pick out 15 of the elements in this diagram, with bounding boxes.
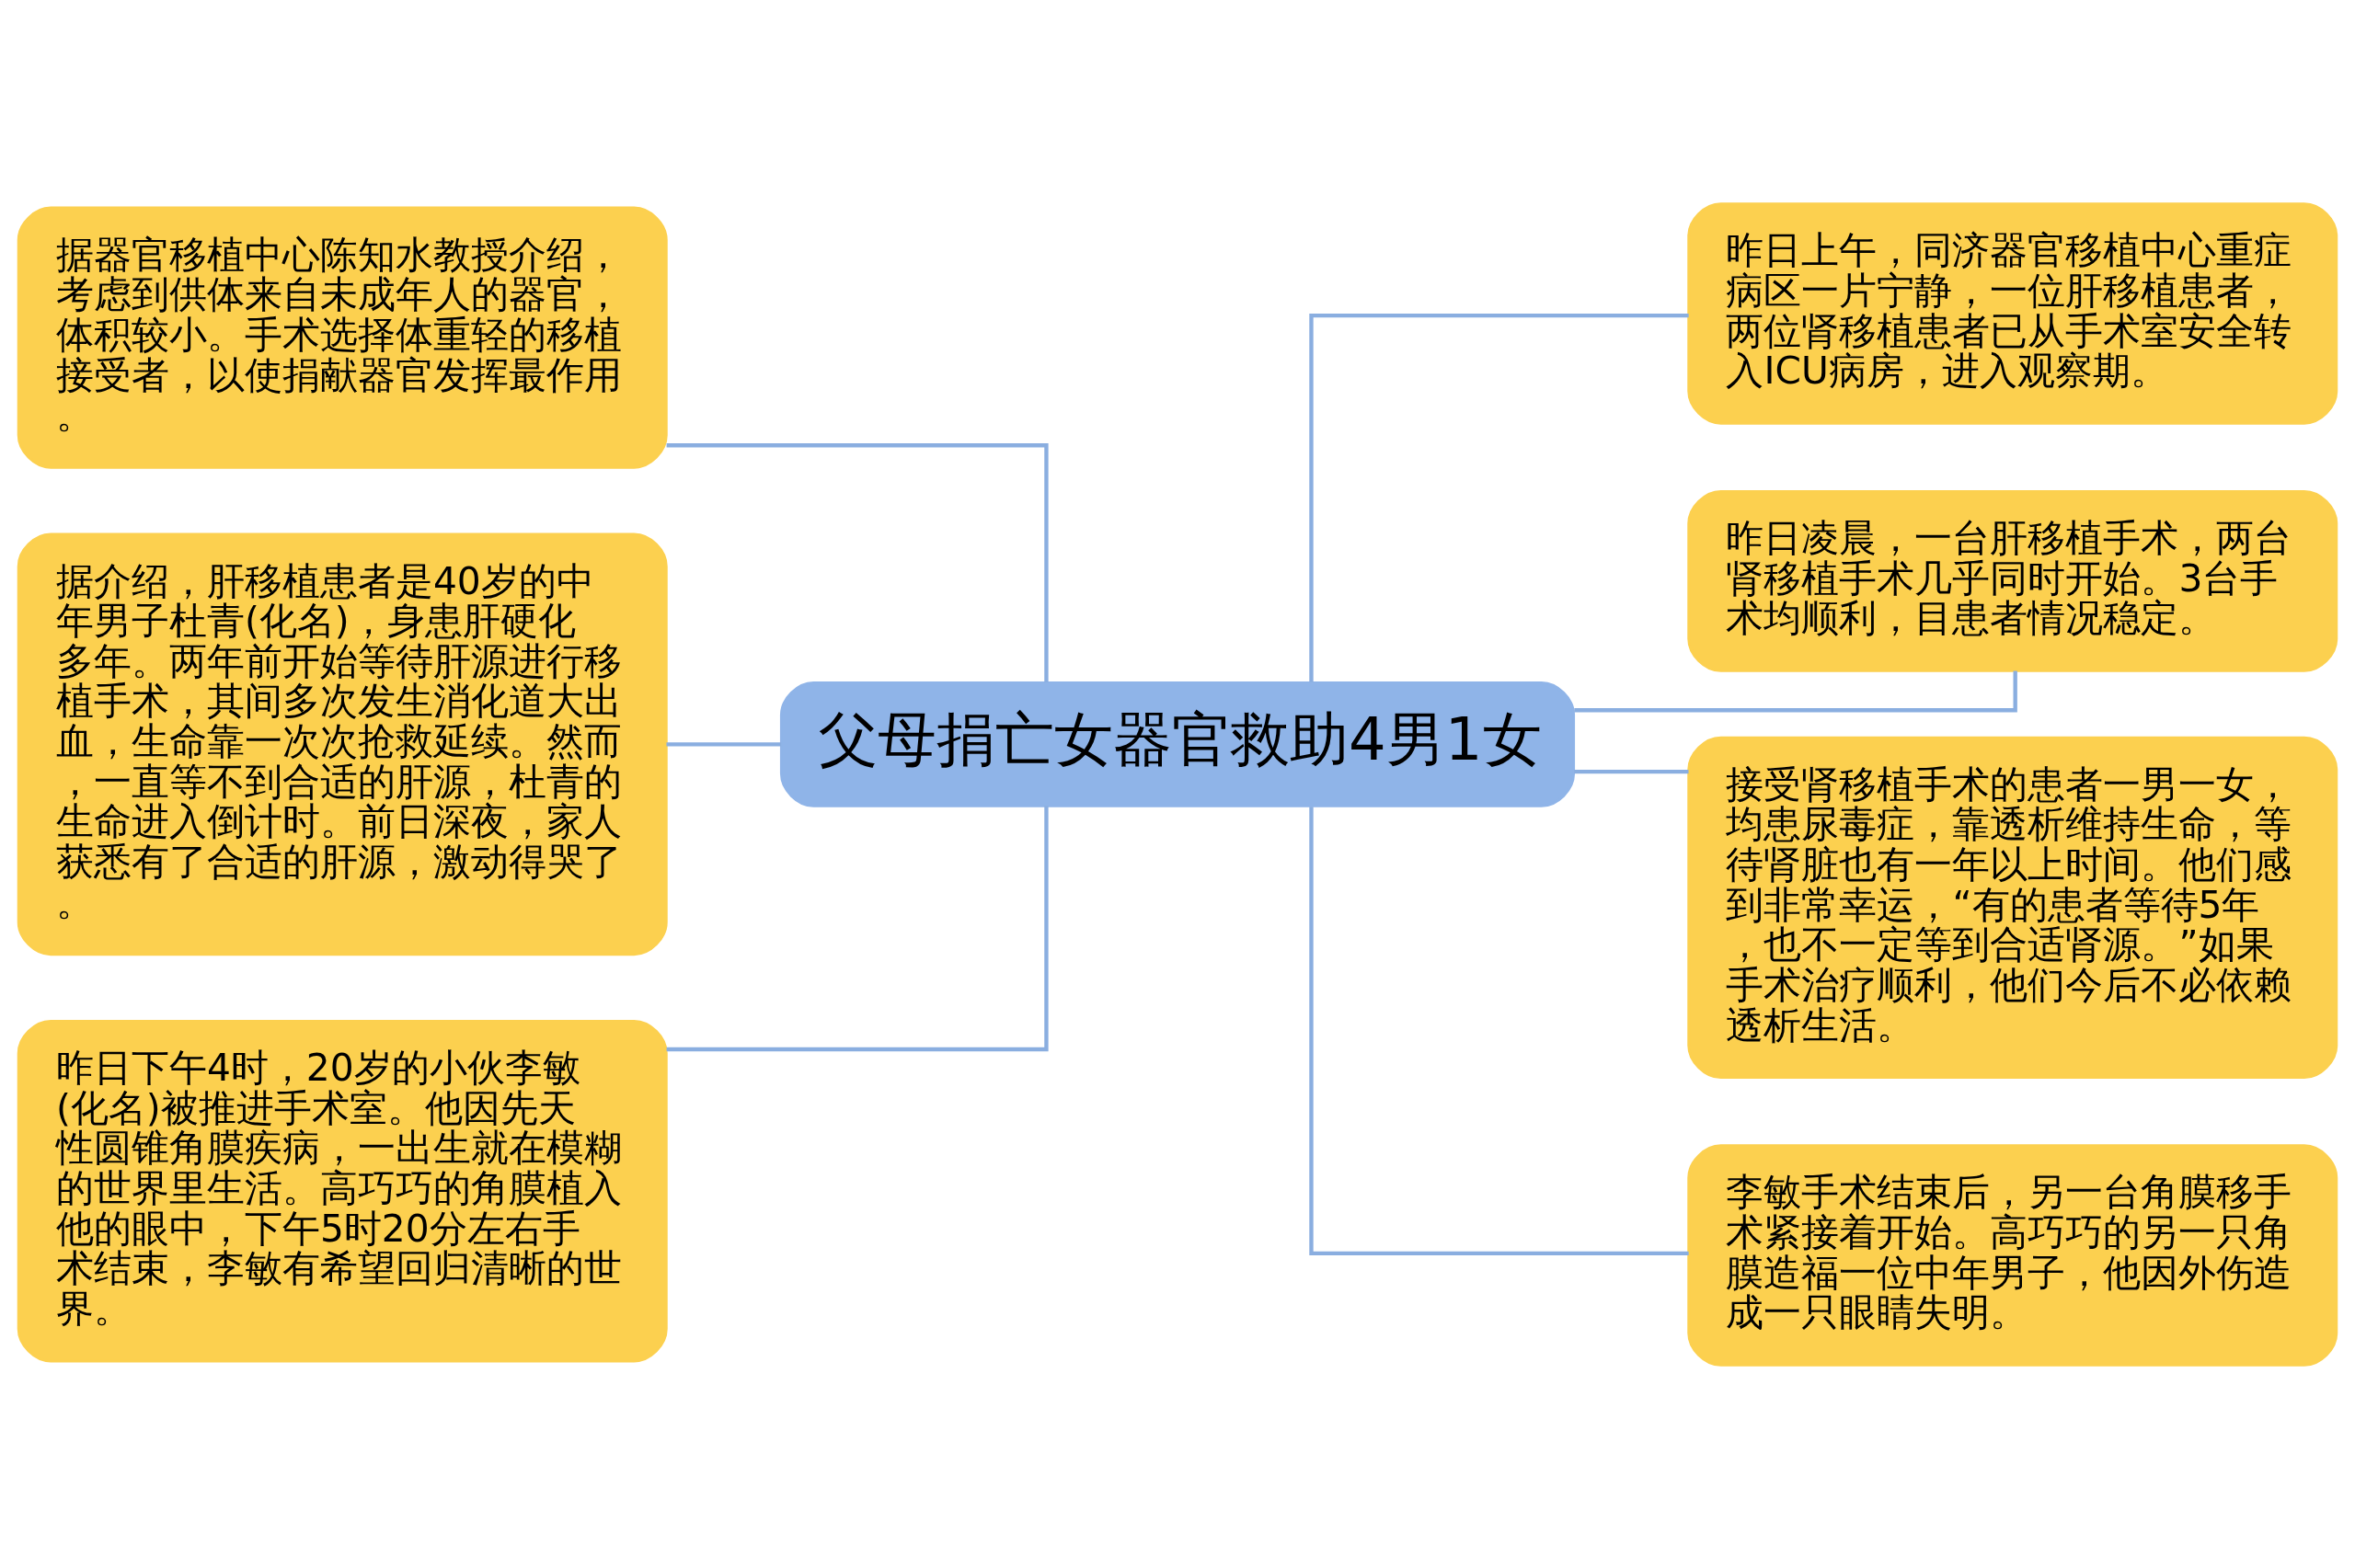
node-box: 昨日凌晨，一台肝移植手术，两台肾移植手术几乎同时开始。3台手术均顺利，目患者情况稳定。 <box>1687 489 2338 672</box>
connector <box>666 442 1049 682</box>
connector <box>1309 313 1689 682</box>
node-box: 父母捐亡女器官救助4男1女 <box>779 681 1576 807</box>
node-box: 李敏手术结束后，另一台角膜移手术紧接着开始。高巧巧的另一只角膜造福一位中年男子，他因外伤造成一只眼睛失明。 <box>1687 1143 2338 1367</box>
node-box: 据介绍，肝移植患者是40岁的中年男子杜青(化名)，身患肝硬化多年。两年前开始等待肝源进行移植手术，其间多次发生消化道大出血，生命靠一次次抢救延续。然而，一直等不到合适的肝源，杜青的生命进入倒计时。前日深夜，家人获悉有了合适的肝源，激动得哭了。 <box>17 532 668 956</box>
node-box: 昨日上午，同济器官移植中心重症病区一片宁静，一位肝移植患者，两位肾移植患者已从手术室安全转入ICU病房，进入观察期。 <box>1687 201 2338 425</box>
node-box: 昨日下午4时，20岁的小伙李敏(化名)被推进手术室。他因先天性圆锥角膜疾病，一出生就在模糊的世界里生活。高巧巧的角膜植入他的眼中，下午5时20分左右手术结束，李敏有希望回归清晰的世界。 <box>17 1019 668 1362</box>
node-box: 接受肾移植手术的患者一男一女，均患尿毒症，靠透析维持生命，等待肾脏也有一年以上时间。他们感到非常幸运，“有的患者等待5年，也不一定等到合适肾源。”如果手术治疗顺利，他们今后不必依赖透析生活。 <box>1687 736 2338 1079</box>
node-box: 据器官移植中心陈知水教授介绍，考虑到供体来自未成年人的器官，体积较小。手术选择体重轻的移植接受者，以使捐献器官发挥最作用。 <box>17 206 668 469</box>
connector <box>666 741 782 747</box>
connector <box>1574 769 1689 773</box>
connector <box>666 806 1049 1051</box>
connector <box>1309 806 1689 1255</box>
connector <box>1574 670 2017 712</box>
